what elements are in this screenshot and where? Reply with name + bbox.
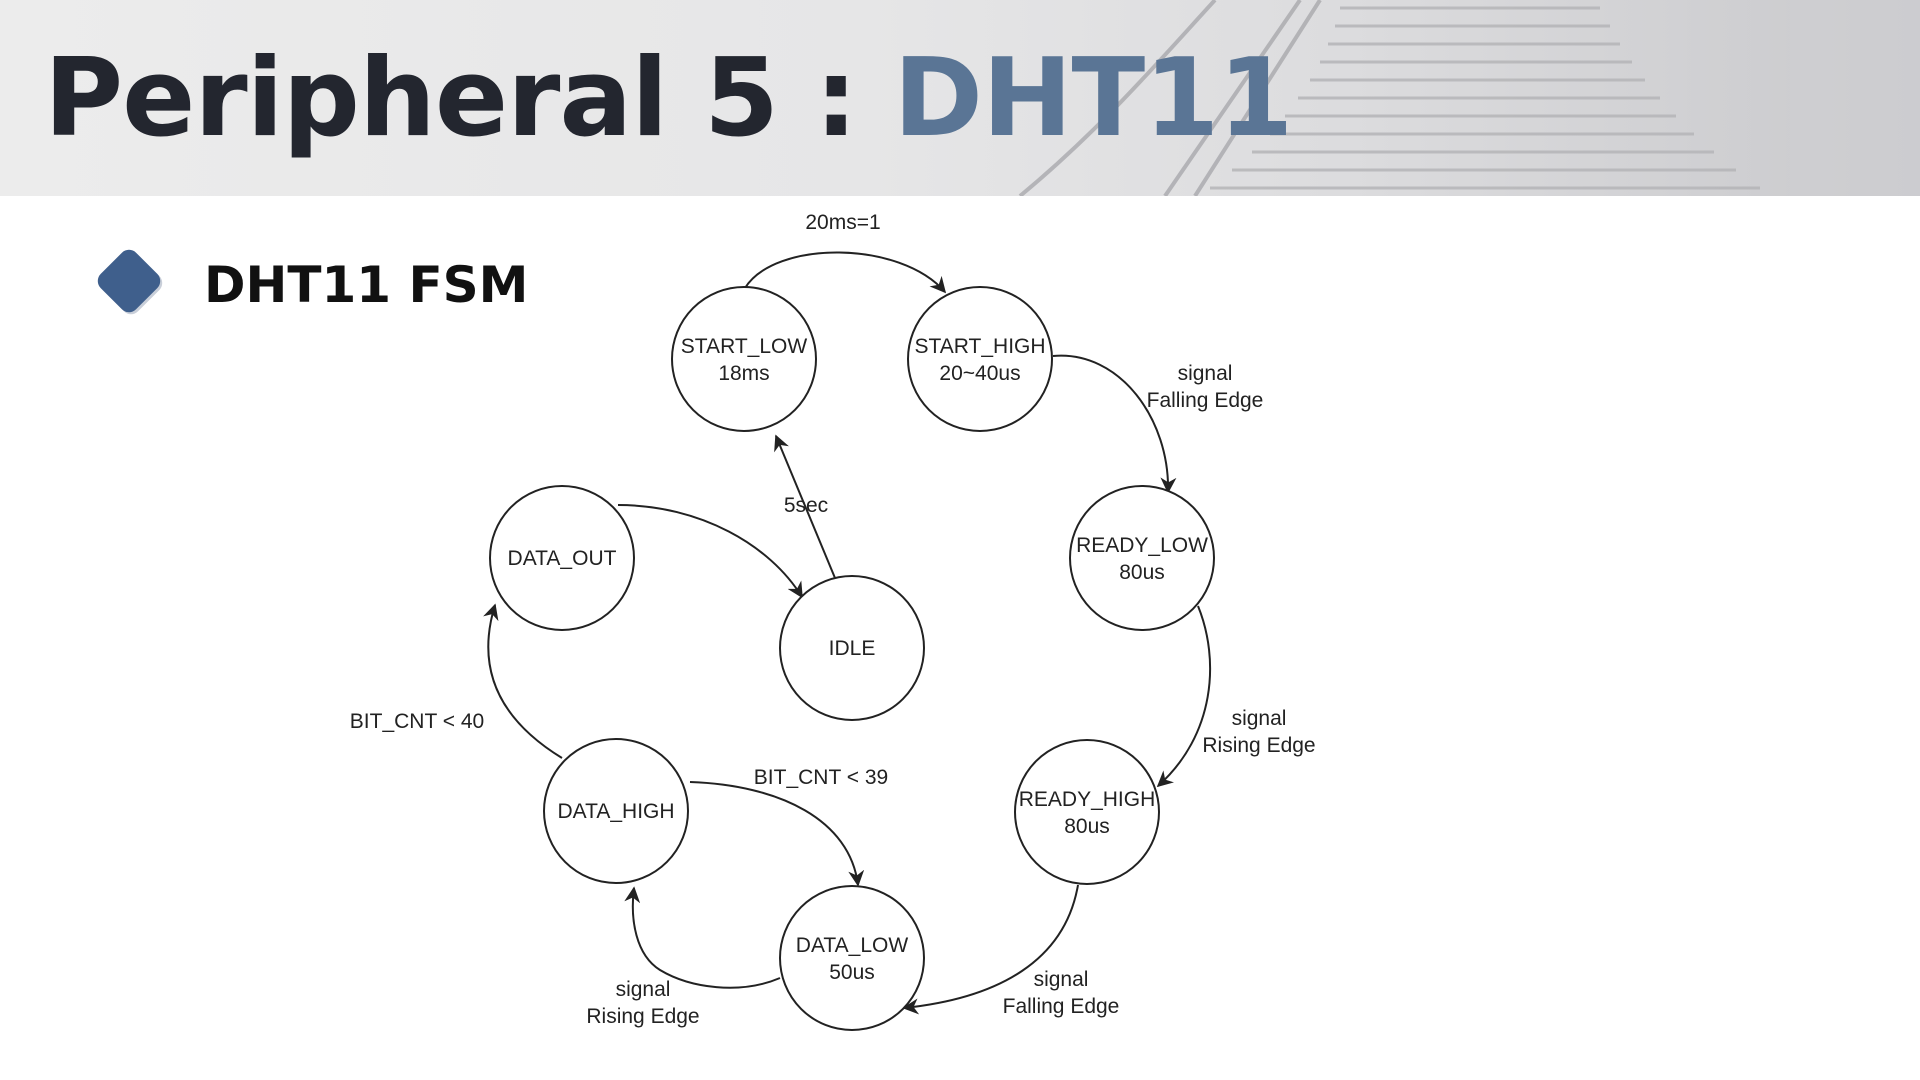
title-accent: DHT11	[893, 36, 1293, 161]
arrow-data-out-to-idle	[617, 504, 803, 599]
state-start-low-name: START_LOW	[681, 335, 808, 358]
state-ready-high-name: READY_HIGH	[1019, 788, 1156, 811]
state-ready-high-time: 80us	[1064, 815, 1110, 838]
transition-label-20ms: 20ms=1	[805, 211, 880, 234]
page-title: Peripheral 5 : DHT11	[44, 36, 1293, 161]
staircase-background-image	[1018, 0, 1920, 196]
state-ready-low-time: 80us	[1119, 561, 1165, 584]
arrow-data-high-to-data-low	[689, 781, 865, 887]
state-start-high-name: START_HIGH	[914, 335, 1045, 358]
state-ready-low	[1069, 485, 1215, 631]
transition-label-data-high-data-out: BIT_CNT < 40	[350, 710, 484, 733]
state-start-high	[907, 286, 1053, 432]
state-data-low-time: 50us	[829, 961, 875, 984]
transition-label-data-low-data-high-2: Rising Edge	[586, 1005, 699, 1028]
transition-label-start-high-ready-low-2: Falling Edge	[1147, 389, 1264, 412]
transition-arrows	[483, 251, 1212, 1015]
arrow-start-low-to-start-high	[744, 251, 947, 294]
arrow-data-high-to-data-out	[483, 603, 563, 759]
arrow-ready-low-to-ready-high	[1156, 605, 1212, 788]
diamond-bullet-icon	[97, 249, 163, 315]
transition-label-data-high-data-low: BIT_CNT < 39	[754, 766, 888, 789]
arrow-ready-high-to-data-low	[902, 884, 1079, 1015]
state-ready-low-name: READY_LOW	[1076, 534, 1208, 557]
state-data-low	[779, 885, 925, 1031]
transition-label-ready-low-ready-high-2: Rising Edge	[1202, 734, 1315, 757]
state-data-out	[489, 485, 635, 631]
arrow-idle-to-start-low	[774, 434, 836, 579]
state-ready-high	[1014, 739, 1160, 885]
state-idle	[779, 575, 925, 721]
transition-label-data-low-data-high-1: signal	[616, 978, 671, 1001]
transition-label-ready-high-data-low-2: Falling Edge	[1003, 995, 1120, 1018]
state-data-high-name: DATA_HIGH	[557, 800, 674, 823]
state-start-high-time: 20~40us	[939, 362, 1020, 385]
state-start-low-time: 18ms	[718, 362, 769, 385]
title-main: Peripheral 5 :	[44, 36, 894, 161]
transition-label-ready-high-data-low-1: signal	[1034, 968, 1089, 991]
arrow-data-low-to-data-high	[624, 886, 781, 989]
transition-label-start-high-ready-low-1: signal	[1178, 362, 1233, 385]
transition-label-ready-low-ready-high-1: signal	[1232, 707, 1287, 730]
state-data-low-name: DATA_LOW	[796, 934, 909, 957]
header-banner: Peripheral 5 : DHT11	[0, 0, 1920, 196]
transition-label-5sec: 5sec	[784, 494, 828, 517]
state-start-low	[671, 286, 817, 432]
state-idle-name: IDLE	[829, 637, 876, 660]
section-title: DHT11 FSM	[204, 256, 529, 314]
state-data-high	[543, 738, 689, 884]
arrow-start-high-to-ready-low	[1052, 354, 1177, 494]
state-data-out-name: DATA_OUT	[508, 547, 617, 570]
